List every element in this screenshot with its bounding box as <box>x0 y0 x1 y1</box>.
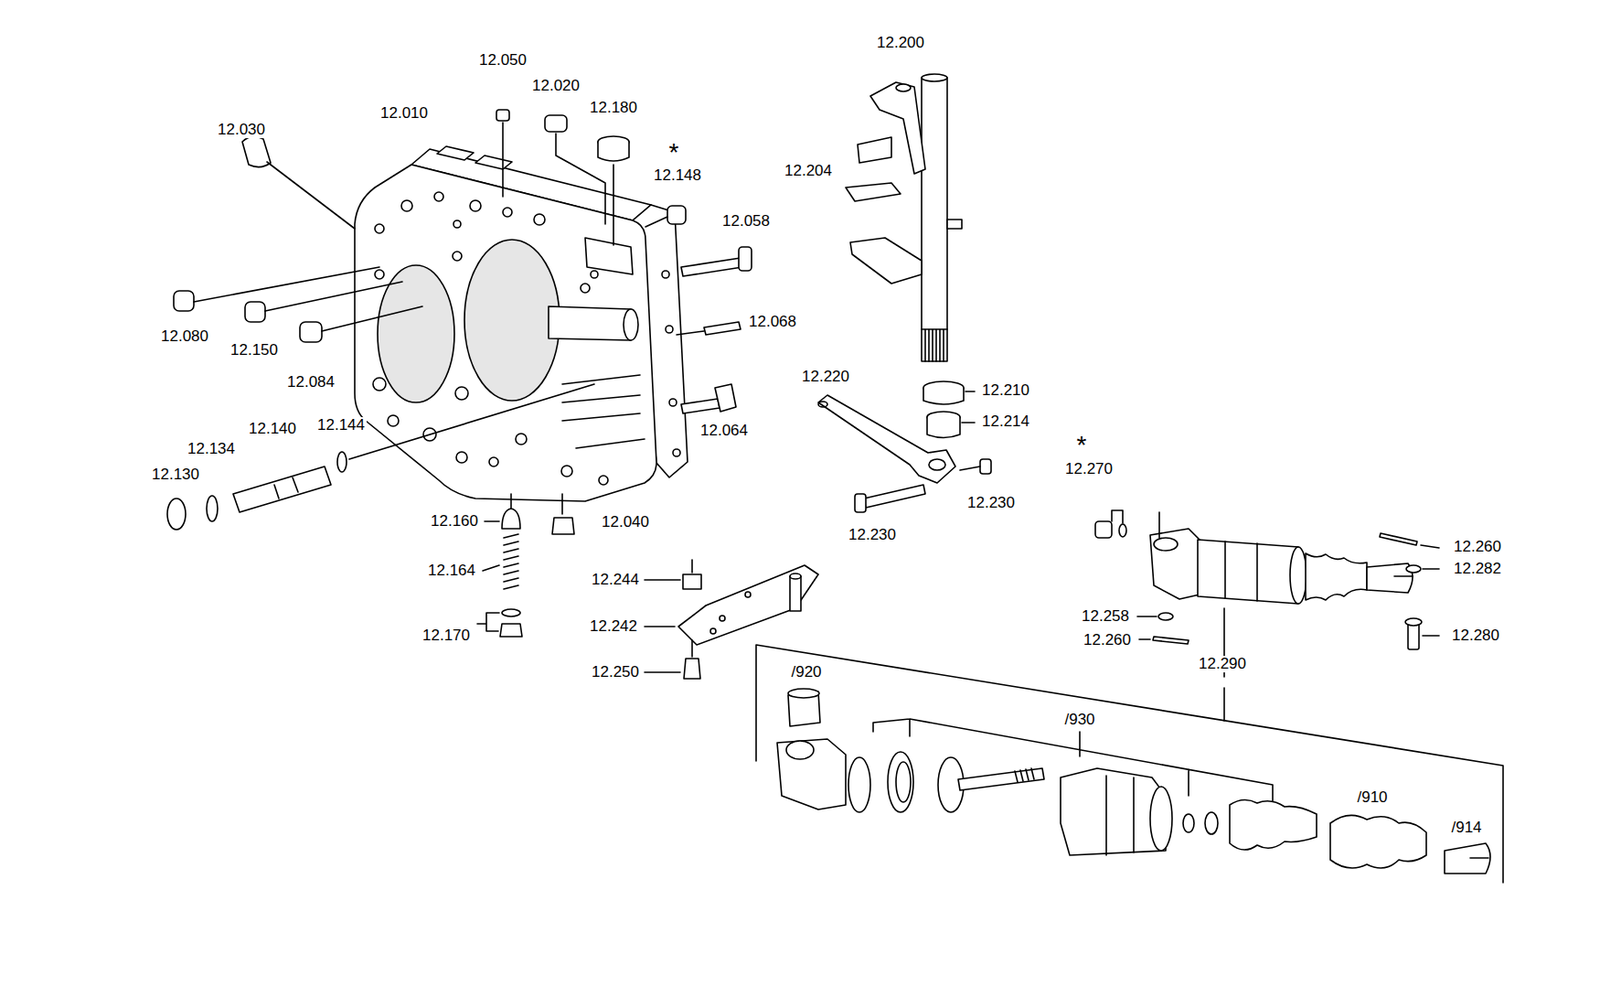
callout-number: 12.258 <box>1079 608 1131 625</box>
callout-number: 12.020 <box>530 77 582 95</box>
callout-number: /910 <box>1354 789 1389 806</box>
gearbox-housing <box>354 146 688 502</box>
callout-number: 12.242 <box>587 618 640 635</box>
callout-number: 12.210 <box>980 382 1032 399</box>
callout-number: 12.260 <box>1081 631 1133 649</box>
callout-number: * <box>1075 431 1089 459</box>
shift-shaft-assembly <box>818 74 992 512</box>
cylinder-subparts <box>756 644 1504 883</box>
callout-number: 12.040 <box>599 513 651 531</box>
callout-number: 12.170 <box>420 627 472 644</box>
callout-number: 12.148 <box>651 167 704 184</box>
callout-number: 12.180 <box>587 99 640 117</box>
callout-number: 12.230 <box>846 526 898 544</box>
callout-number: 12.164 <box>426 562 478 579</box>
callout-number: 12.282 <box>1451 560 1504 577</box>
callout-number: 12.220 <box>800 368 852 385</box>
callout-number: 12.280 <box>1450 627 1502 644</box>
callout-number: 12.010 <box>378 105 430 122</box>
callout-number: 12.270 <box>1063 460 1115 478</box>
callout-number: 12.064 <box>698 422 750 439</box>
callout-number: 12.204 <box>782 162 834 180</box>
callout-number: 12.244 <box>589 571 641 588</box>
callout-number: 12.134 <box>185 440 237 458</box>
callout-number: 12.084 <box>285 373 337 391</box>
callout-number: 12.230 <box>965 494 1017 512</box>
callout-number: 12.058 <box>720 213 772 230</box>
callout-number: 12.068 <box>746 313 799 331</box>
callout-number: 12.250 <box>589 663 641 681</box>
housing-small-parts <box>167 109 752 637</box>
callout-number: 12.030 <box>215 121 267 139</box>
shift-cylinder <box>1095 510 1440 677</box>
callout-number: 12.144 <box>315 416 367 434</box>
callout-number: 12.214 <box>980 413 1032 430</box>
callout-number: /930 <box>1062 711 1097 728</box>
bracket-plate <box>644 559 819 679</box>
callout-number: 12.290 <box>1196 655 1248 672</box>
callout-number: 12.140 <box>246 420 299 438</box>
callout-number: 12.080 <box>159 328 211 345</box>
callout-number: * <box>667 138 682 166</box>
callout-number: 12.260 <box>1451 538 1504 555</box>
callout-number: 12.130 <box>149 466 202 483</box>
callout-number: 12.160 <box>428 512 480 530</box>
callout-number: 12.150 <box>228 341 280 359</box>
callout-number: /914 <box>1449 819 1483 836</box>
callout-number: 12.200 <box>874 34 927 52</box>
callout-number: /920 <box>789 663 823 681</box>
callout-number: 12.050 <box>477 52 529 69</box>
